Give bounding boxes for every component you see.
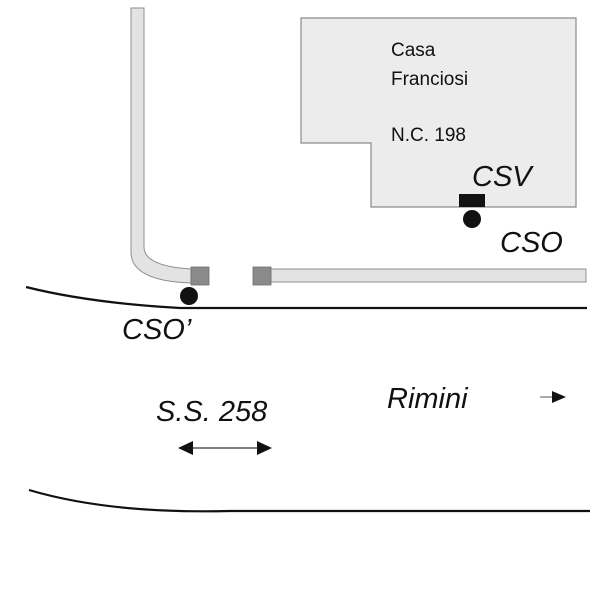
cso-prime-label: CSO’ [122, 314, 192, 346]
csv-marker [459, 194, 485, 207]
building-casa-franciosi [300, 17, 577, 208]
road-label: S.S. 258 [156, 396, 267, 428]
direction-label: Rimini [387, 383, 469, 415]
building-name-line2: Franciosi [391, 69, 468, 90]
csv-label: CSV [472, 161, 534, 193]
pipe-junction-left [190, 266, 210, 286]
building-number: N.C. 198 [391, 125, 466, 146]
direction-arrow-icon [540, 391, 566, 403]
building-name-line1: Casa [391, 40, 436, 61]
pipe-junction-right [252, 266, 272, 286]
road-edge-top [25, 285, 587, 310]
road-edge-bottom [28, 488, 590, 513]
cso-prime-marker [180, 287, 198, 305]
pipe-right [270, 268, 587, 283]
pipe-left [130, 7, 192, 284]
cso-label: CSO [500, 227, 563, 259]
road-double-arrow-icon [178, 441, 272, 455]
cso-marker [463, 210, 481, 228]
